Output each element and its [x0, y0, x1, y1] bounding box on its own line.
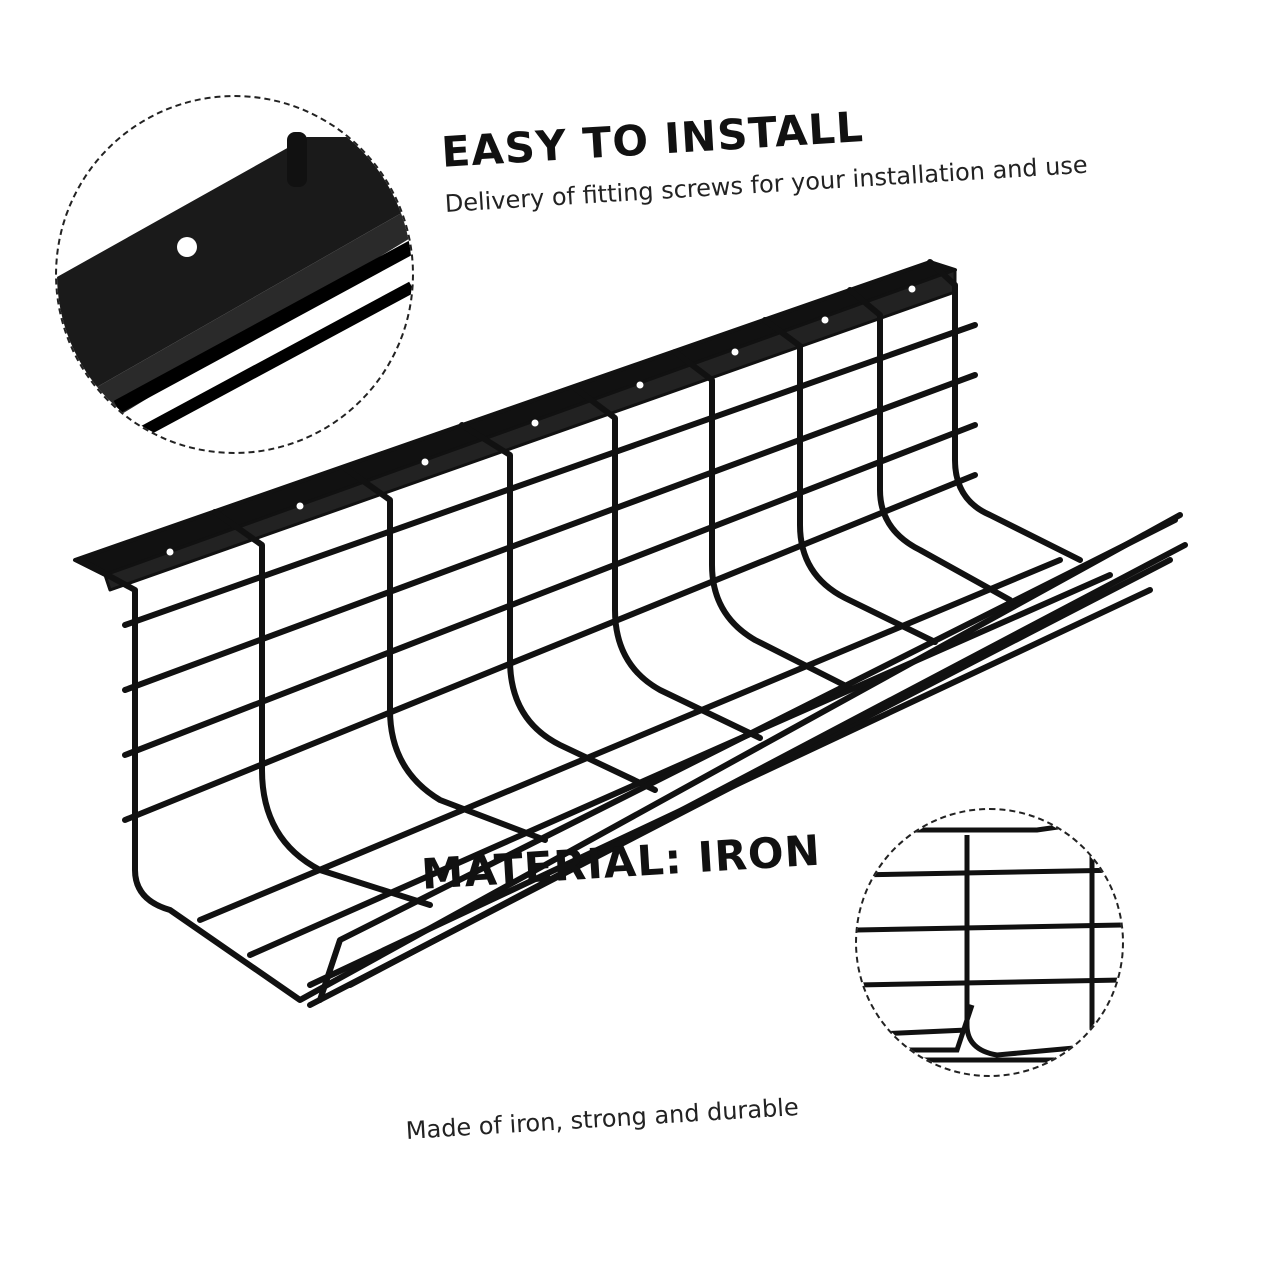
zoom-wire-frame — [855, 808, 1124, 1077]
wire-frame-detail-image — [857, 817, 1122, 1063]
zoom-mounting-bar — [55, 95, 414, 454]
mounting-bar-detail-image — [57, 132, 412, 441]
